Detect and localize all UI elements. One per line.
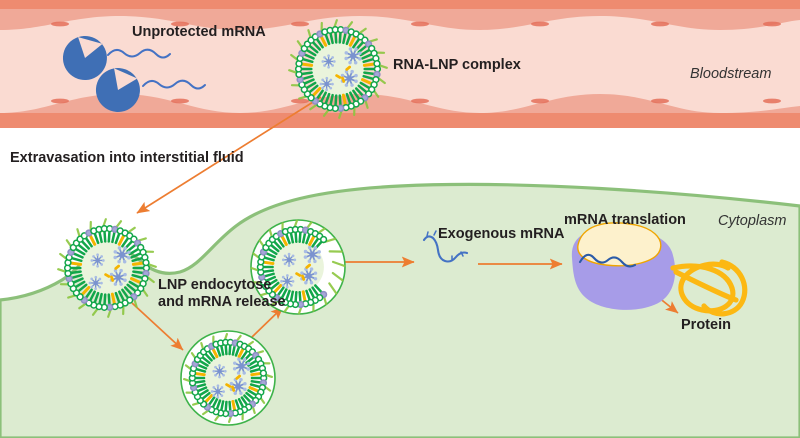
label-exogenous-mrna: Exogenous mRNA: [438, 226, 565, 242]
mrna-ticks: [426, 230, 464, 261]
extravasation-arrow: [136, 96, 322, 214]
endocytosis-arrow: [131, 302, 184, 351]
endosome-escape-arrow: [251, 306, 284, 338]
translated-protein: [670, 259, 748, 317]
endothelial-nuclei-bottom: [51, 98, 781, 104]
lnp-particle-endosome: [180, 330, 276, 426]
label-lnp-endocytose: LNP endocytose and mRNA release: [158, 277, 286, 311]
arrow-group: [131, 96, 679, 351]
label-extravasation: Extravasation into interstitial fluid: [10, 150, 244, 166]
label-unprotected-mrna: Unprotected mRNA: [132, 24, 266, 40]
nuclease-enzyme: [62, 36, 107, 81]
free-mrna-strand: [142, 79, 206, 90]
ribosome-small-subunit: [577, 222, 662, 267]
label-rna-lnp-complex: RNA-LNP complex: [393, 57, 521, 73]
label-protein: Protein: [681, 317, 731, 333]
endothelial-nuclei-top: [51, 21, 781, 27]
ribosome-bound-mrna: [578, 253, 637, 268]
lnp-particle-membrane: [57, 218, 157, 318]
released-mrna-strand: [422, 235, 469, 263]
label-bloodstream: Bloodstream: [690, 66, 772, 82]
nuclease-enzyme: [95, 68, 140, 113]
free-mrna-strand: [107, 48, 171, 59]
label-mrna-translation: mRNA translation: [564, 212, 686, 228]
label-cytoplasm: Cytoplasm: [718, 213, 787, 229]
lnp-particle-opening: [250, 219, 346, 315]
free-mrna-group: [62, 36, 206, 113]
lnp-particle-bloodstream: [288, 19, 388, 119]
ribosome: [571, 222, 676, 310]
